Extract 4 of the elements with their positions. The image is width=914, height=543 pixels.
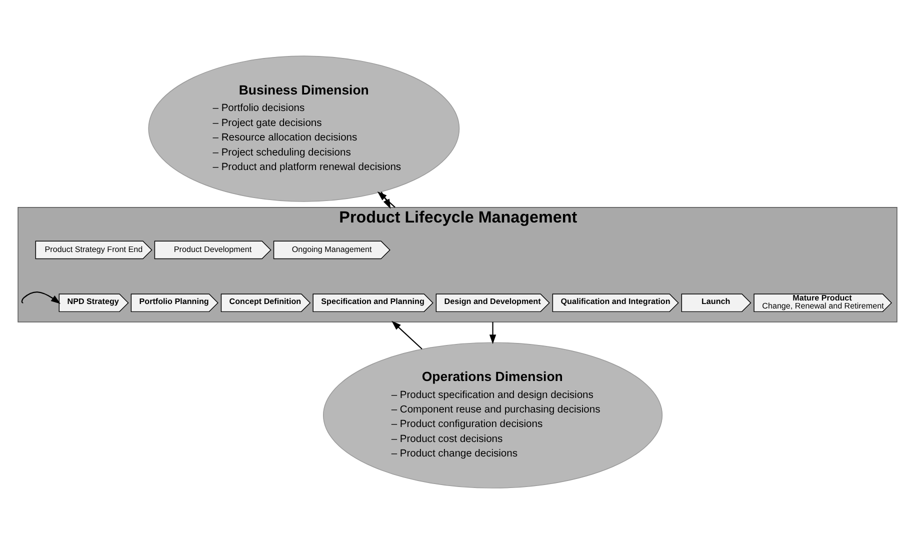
arrow (488, 321, 496, 344)
arrow (20, 291, 60, 304)
arrow (391, 320, 422, 349)
node-ellipse: Operations Dimension – Product specification and design decisions – Component reuse and purchasing decisions – Product configuration decisions – Product cost decisions – Product change decisions (322, 342, 662, 488)
